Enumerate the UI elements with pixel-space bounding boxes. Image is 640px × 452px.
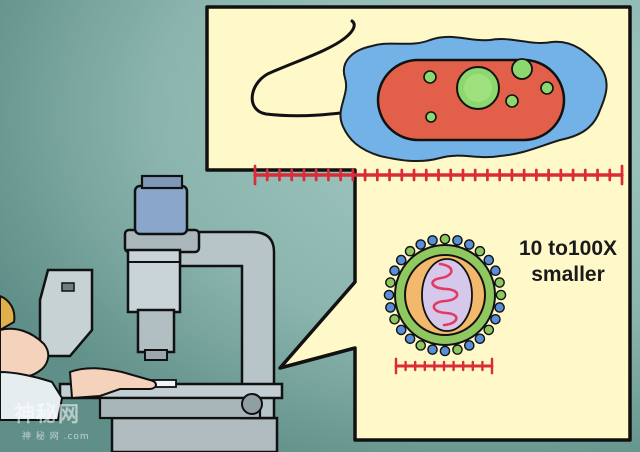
virus-spike-head (428, 345, 437, 354)
microscope-illuminator (135, 186, 187, 234)
virus-spike-head (475, 247, 484, 256)
virus-spike-head (416, 240, 425, 249)
virus-spike-head (475, 334, 484, 343)
virus-spike-head (495, 303, 504, 312)
virus-spike-head (440, 234, 449, 243)
virus-spike-head (390, 266, 399, 275)
virus-spike-head (390, 315, 399, 324)
virus-spike-head (484, 325, 493, 334)
virus-spike-head (386, 278, 395, 287)
eyepiece-knob (62, 283, 74, 291)
granule (506, 95, 518, 107)
virus-genome-chamber (422, 259, 472, 331)
virus-spike-head (465, 240, 474, 249)
virus-spike-head (440, 346, 449, 355)
objective-tip (145, 350, 167, 360)
virus-spike-head (416, 341, 425, 350)
microscope-objective (138, 310, 174, 352)
microscope-base (112, 418, 277, 452)
virus-spike-head (397, 325, 406, 334)
microscope-illuminator-cap (142, 176, 182, 188)
virus-spike-head (405, 247, 414, 256)
caption-line-1: 10 to100X (502, 236, 634, 262)
granule (541, 82, 553, 94)
virus-spike-head (484, 255, 493, 264)
virus-spike-head (405, 334, 414, 343)
virus-spike-head (453, 236, 462, 245)
virus-spike-head (491, 266, 500, 275)
virus-spike-head (496, 290, 505, 299)
virus-spike-head (491, 315, 500, 324)
virus-spike-head (397, 255, 406, 264)
granule (424, 71, 436, 83)
virus-spike-head (453, 345, 462, 354)
virus-spike-head (384, 290, 393, 299)
watermark-url: 神 秘 网 .com (22, 429, 90, 442)
watermark-logo: 神秘网 (14, 398, 80, 428)
nucleoid-inner (464, 74, 492, 102)
caption-line-2: smaller (502, 262, 634, 288)
granule (426, 112, 436, 122)
stage-support (100, 398, 260, 418)
microscope-tube (128, 250, 180, 312)
virus-spike-head (428, 236, 437, 245)
virus-spike-head (465, 341, 474, 350)
virus-spike-head (386, 303, 395, 312)
scale-caption: 10 to100X smaller (502, 236, 634, 288)
granule (512, 59, 532, 79)
focus-knob (242, 394, 262, 414)
